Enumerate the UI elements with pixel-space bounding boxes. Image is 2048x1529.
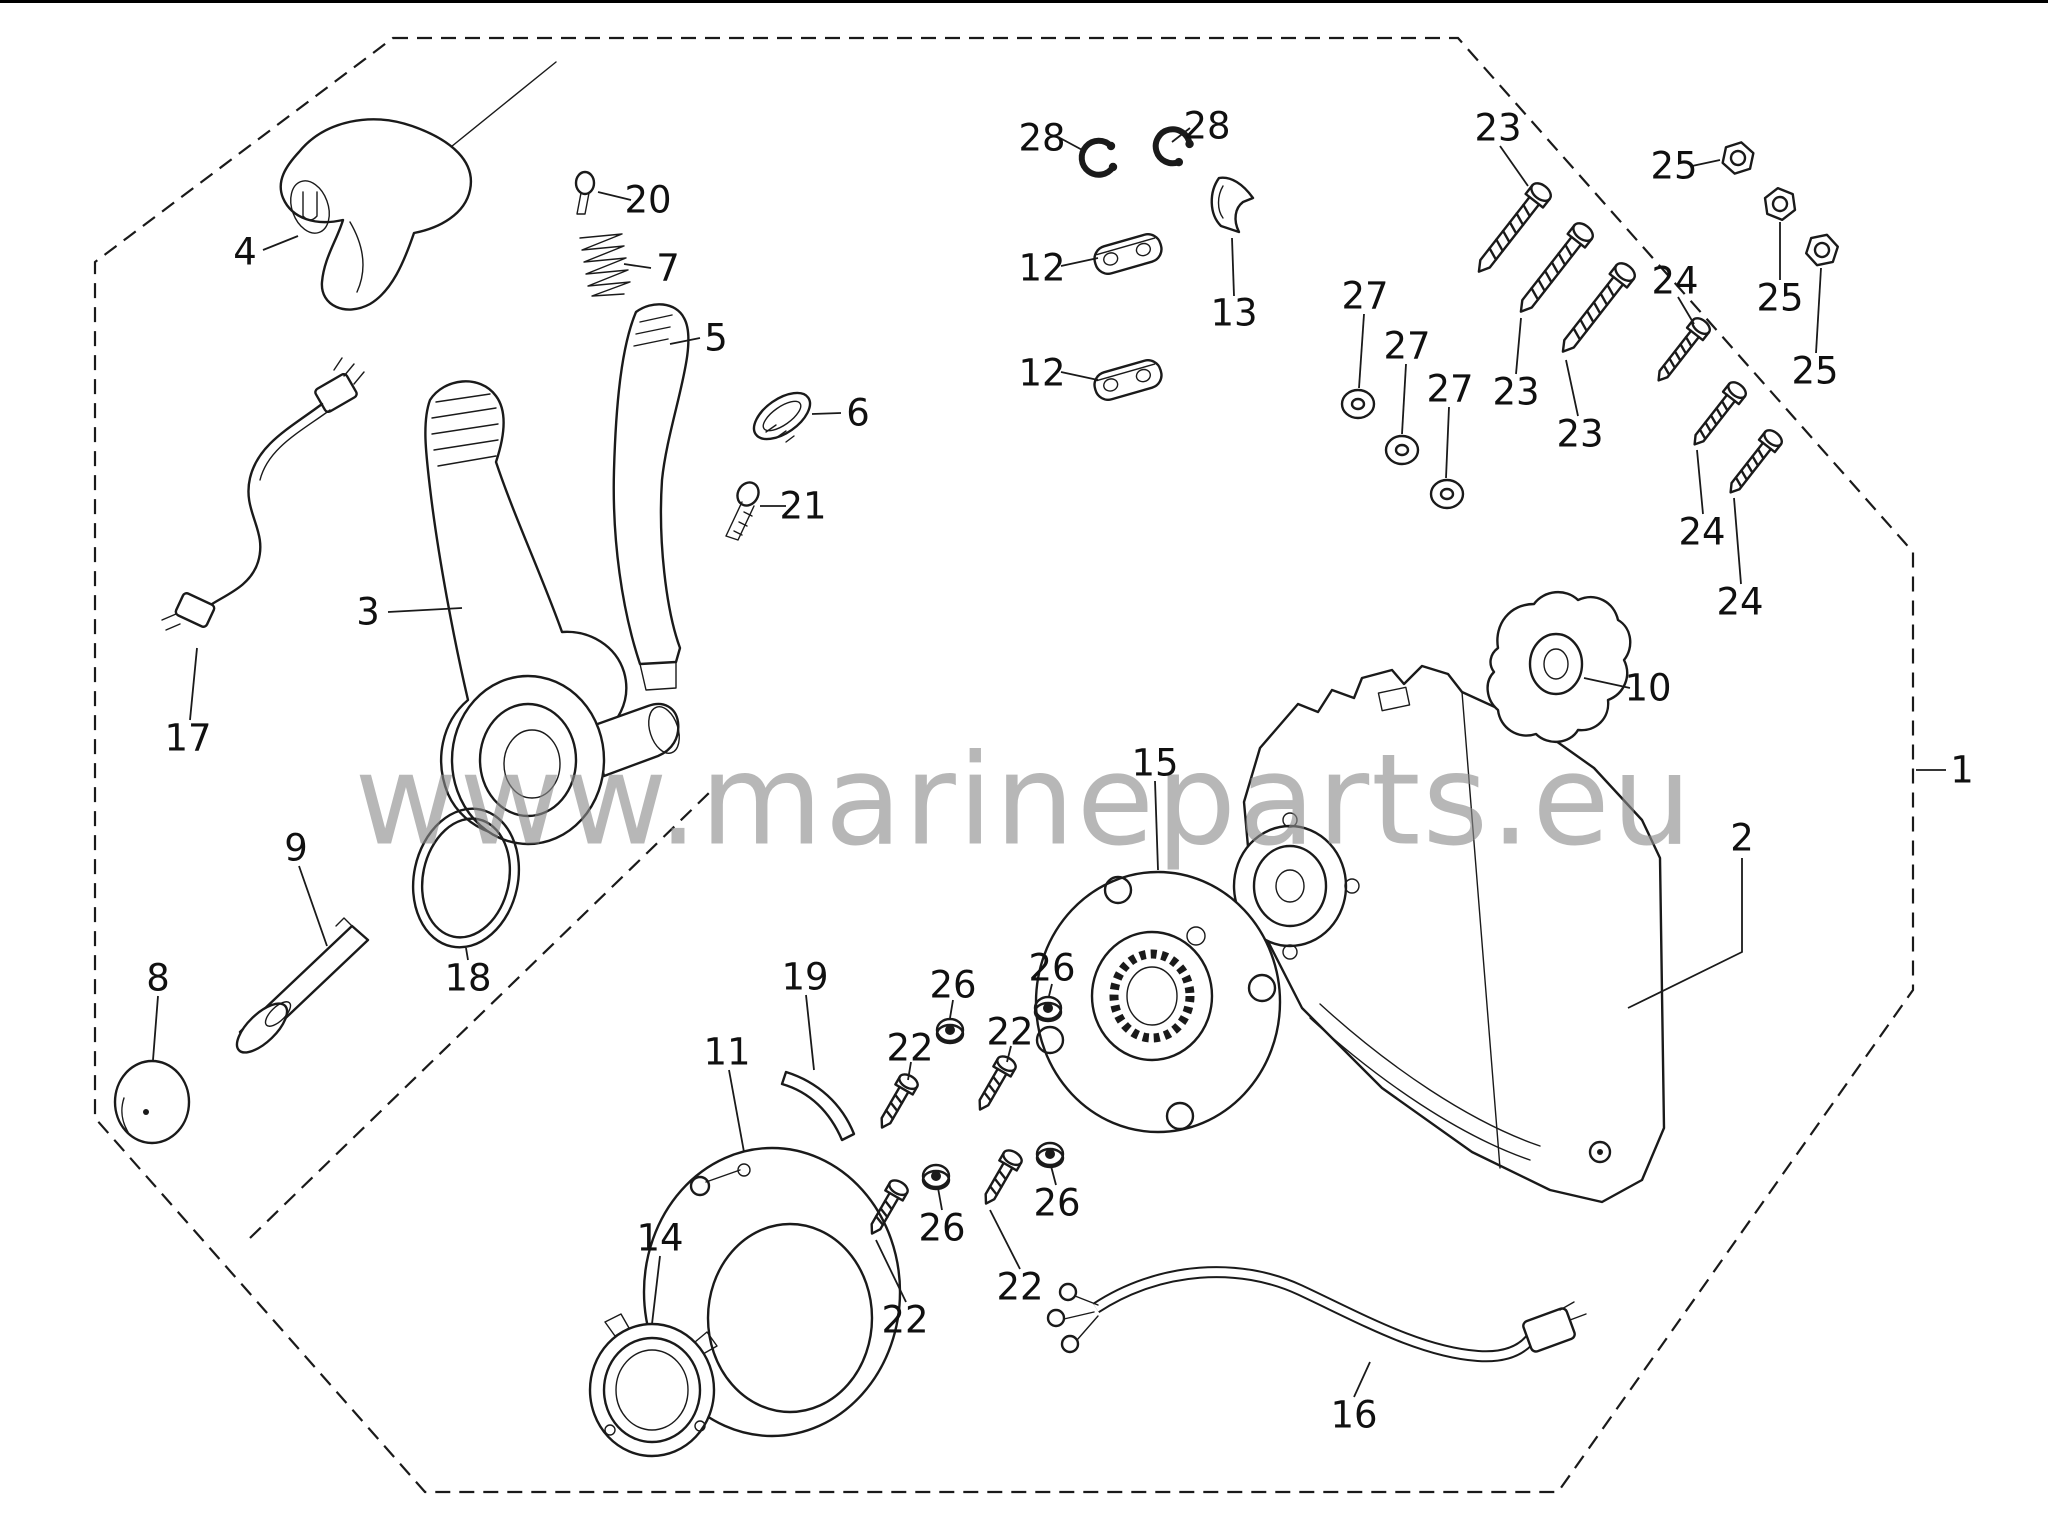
part-9-shaft — [235, 917, 370, 1054]
callout-19: 19 — [781, 955, 829, 999]
part-5-shift-lever — [612, 303, 690, 691]
callout-21: 21 — [779, 484, 827, 528]
part-12-clamp-a — [1093, 233, 1163, 275]
callout-17: 17 — [164, 716, 212, 760]
callout-25: 25 — [1650, 144, 1698, 188]
callout-22: 22 — [886, 1026, 934, 1070]
callout-22: 22 — [986, 1010, 1034, 1054]
callout-11: 11 — [703, 1030, 751, 1074]
callout-23: 23 — [1492, 370, 1540, 414]
callout-27: 27 — [1341, 274, 1389, 318]
callout-26: 26 — [929, 963, 977, 1007]
callout-12: 12 — [1018, 246, 1066, 290]
callout-2: 2 — [1730, 816, 1754, 860]
callout-12: 12 — [1018, 351, 1066, 395]
callout-4: 4 — [233, 230, 257, 274]
part-16-wire-harness — [1046, 1266, 1587, 1363]
callout-26: 26 — [1028, 946, 1076, 990]
callout-23: 23 — [1474, 106, 1522, 150]
callout-18: 18 — [444, 956, 492, 1000]
callout-27: 27 — [1426, 367, 1474, 411]
part-18-oring — [411, 807, 521, 949]
part-15-flange — [1034, 870, 1282, 1134]
callout-15: 15 — [1131, 741, 1179, 785]
leader-lines — [152, 127, 1946, 1398]
callout-23: 23 — [1556, 412, 1604, 456]
callout-26: 26 — [1033, 1181, 1081, 1225]
part-2-housing-body — [1232, 664, 1666, 1204]
callout-22: 22 — [996, 1265, 1044, 1309]
callout-28: 28 — [1183, 104, 1231, 148]
part-6-plate — [752, 391, 812, 443]
part-12-clamp-b — [1093, 359, 1163, 401]
part-3-control-lever — [424, 380, 680, 846]
part-20-screw — [574, 170, 596, 215]
callout-25: 25 — [1791, 349, 1839, 393]
callout-25: 25 — [1756, 276, 1804, 320]
callout-16: 16 — [1330, 1393, 1378, 1437]
callout-22: 22 — [881, 1298, 929, 1342]
callout-8: 8 — [146, 956, 170, 1000]
callout-13: 13 — [1210, 291, 1258, 335]
callout-27: 27 — [1383, 324, 1431, 368]
part-17-cable — [161, 357, 365, 631]
part-4-handle-grip — [279, 118, 473, 311]
callout-9: 9 — [284, 826, 308, 870]
callout-20: 20 — [624, 178, 672, 222]
part-8-cap — [113, 1059, 191, 1145]
watermark: www.marineparts.eu — [354, 726, 1694, 874]
part-21-screw — [725, 481, 760, 541]
part-7-spring — [579, 233, 631, 297]
callout-3: 3 — [356, 590, 380, 634]
callout-10: 10 — [1624, 666, 1672, 710]
callout-24: 24 — [1651, 259, 1699, 303]
part-10-bracket — [1486, 591, 1632, 743]
top-border-line — [0, 0, 2048, 3]
callout-28: 28 — [1018, 116, 1066, 160]
callout-5: 5 — [704, 316, 728, 360]
callout-1: 1 — [1950, 748, 1974, 792]
callout-7: 7 — [656, 246, 680, 290]
callout-24: 24 — [1678, 510, 1726, 554]
part-13-clip — [1210, 176, 1255, 234]
callout-6: 6 — [846, 391, 870, 435]
callout-24: 24 — [1716, 580, 1764, 624]
callout-26: 26 — [918, 1206, 966, 1250]
part-14-bezel — [588, 1313, 718, 1458]
callout-14: 14 — [636, 1216, 684, 1260]
part-19-arc-strip — [780, 1070, 856, 1142]
